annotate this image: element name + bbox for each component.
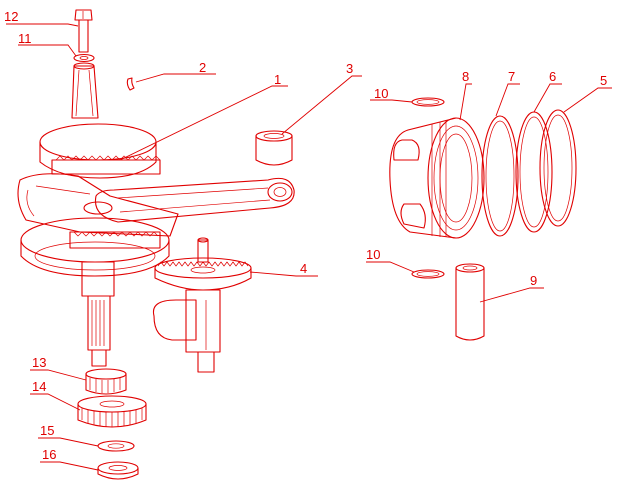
callout-10-lower: 10 xyxy=(366,247,380,262)
callout-10-upper: 10 xyxy=(374,86,388,101)
callout-9: 9 xyxy=(530,273,537,288)
callout-8: 8 xyxy=(462,69,469,84)
callout-15: 15 xyxy=(40,423,54,438)
leader-lines xyxy=(6,23,612,471)
callout-3: 3 xyxy=(346,61,353,76)
callout-13: 13 xyxy=(32,355,46,370)
callout-6: 6 xyxy=(549,69,556,84)
part-7-ring xyxy=(481,115,519,237)
callout-16: 16 xyxy=(42,447,56,462)
part-2-key xyxy=(126,77,135,91)
callout-14: 14 xyxy=(32,379,46,394)
part-14-drive-gear xyxy=(77,395,147,428)
callout-11: 11 xyxy=(18,31,32,46)
connecting-rod xyxy=(94,177,295,223)
part-13-small-gear xyxy=(85,368,127,395)
part-16-nut xyxy=(97,461,139,480)
callout-4: 4 xyxy=(300,261,307,276)
part-8-piston xyxy=(389,117,485,239)
callout-7: 7 xyxy=(508,69,515,84)
callout-labels: 12 11 2 1 3 10 8 7 6 5 10 4 9 13 14 15 1… xyxy=(4,9,607,462)
part-12-bolt xyxy=(74,9,93,53)
part-10-circlip-upper xyxy=(411,97,445,107)
callout-5: 5 xyxy=(600,73,607,88)
part-1-crankshaft xyxy=(17,62,179,367)
part-3-bearing xyxy=(255,130,293,166)
part-15-washer xyxy=(97,440,135,452)
callout-2: 2 xyxy=(199,60,206,75)
callout-12: 12 xyxy=(4,9,18,24)
part-9-piston-pin xyxy=(455,263,485,341)
callout-1: 1 xyxy=(274,72,281,87)
part-11-washer xyxy=(73,53,95,63)
part-10-circlip-lower xyxy=(411,269,445,279)
part-4-camshaft xyxy=(152,237,252,373)
part-5-ring xyxy=(539,109,577,227)
